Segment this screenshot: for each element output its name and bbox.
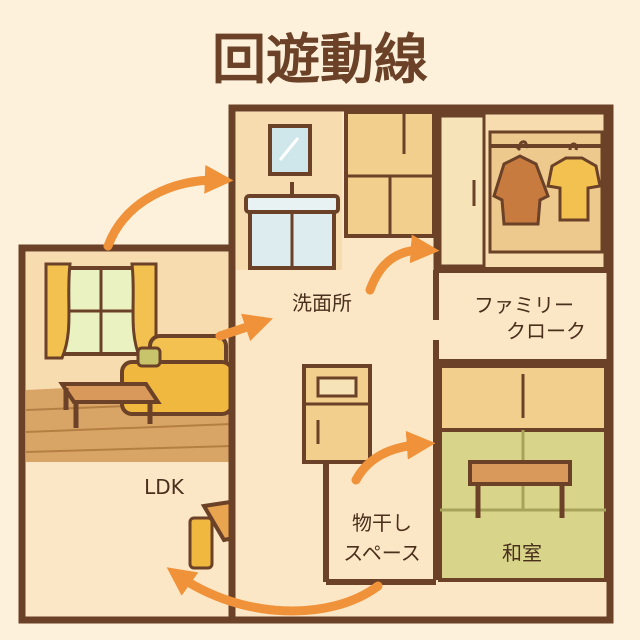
window-icon [44, 262, 158, 360]
family-closet-label-1: ファミリー [474, 293, 574, 317]
washroom-label: 洗面所 [292, 291, 352, 315]
page-title: 回遊動線 [212, 28, 428, 91]
circulation-arrows [103, 164, 440, 616]
drying-space-label-1: 物干し [352, 511, 412, 535]
family-closet-label-2: クローク [506, 319, 586, 343]
ldk-label: LDK [144, 475, 185, 499]
closet-door [438, 114, 486, 268]
jacket-icon [492, 140, 550, 226]
cabinet-icon [344, 110, 436, 238]
mirror-icon [268, 124, 312, 176]
family-closet: ファミリー クローク [433, 109, 609, 343]
arrow-drying-to-japanese-room [351, 430, 436, 485]
low-table-icon [468, 460, 572, 518]
drying-space-label-2: スペース [343, 541, 421, 565]
arrow-washroom-to-closet [365, 234, 440, 295]
washing-machine-icon [302, 364, 372, 464]
vanity-icon [244, 182, 340, 270]
coffee-table-icon [58, 382, 162, 428]
arrow-ldk-to-washroom [103, 164, 234, 251]
arrow-ldk-to-washroom-lower [215, 313, 273, 342]
arrow-drying-to-ldk [166, 567, 383, 616]
japanese-room-label: 和室 [502, 541, 542, 565]
shirt-icon [546, 142, 602, 222]
drying-space: 物干し スペース [302, 364, 421, 565]
japanese-room: 和室 [438, 364, 608, 582]
